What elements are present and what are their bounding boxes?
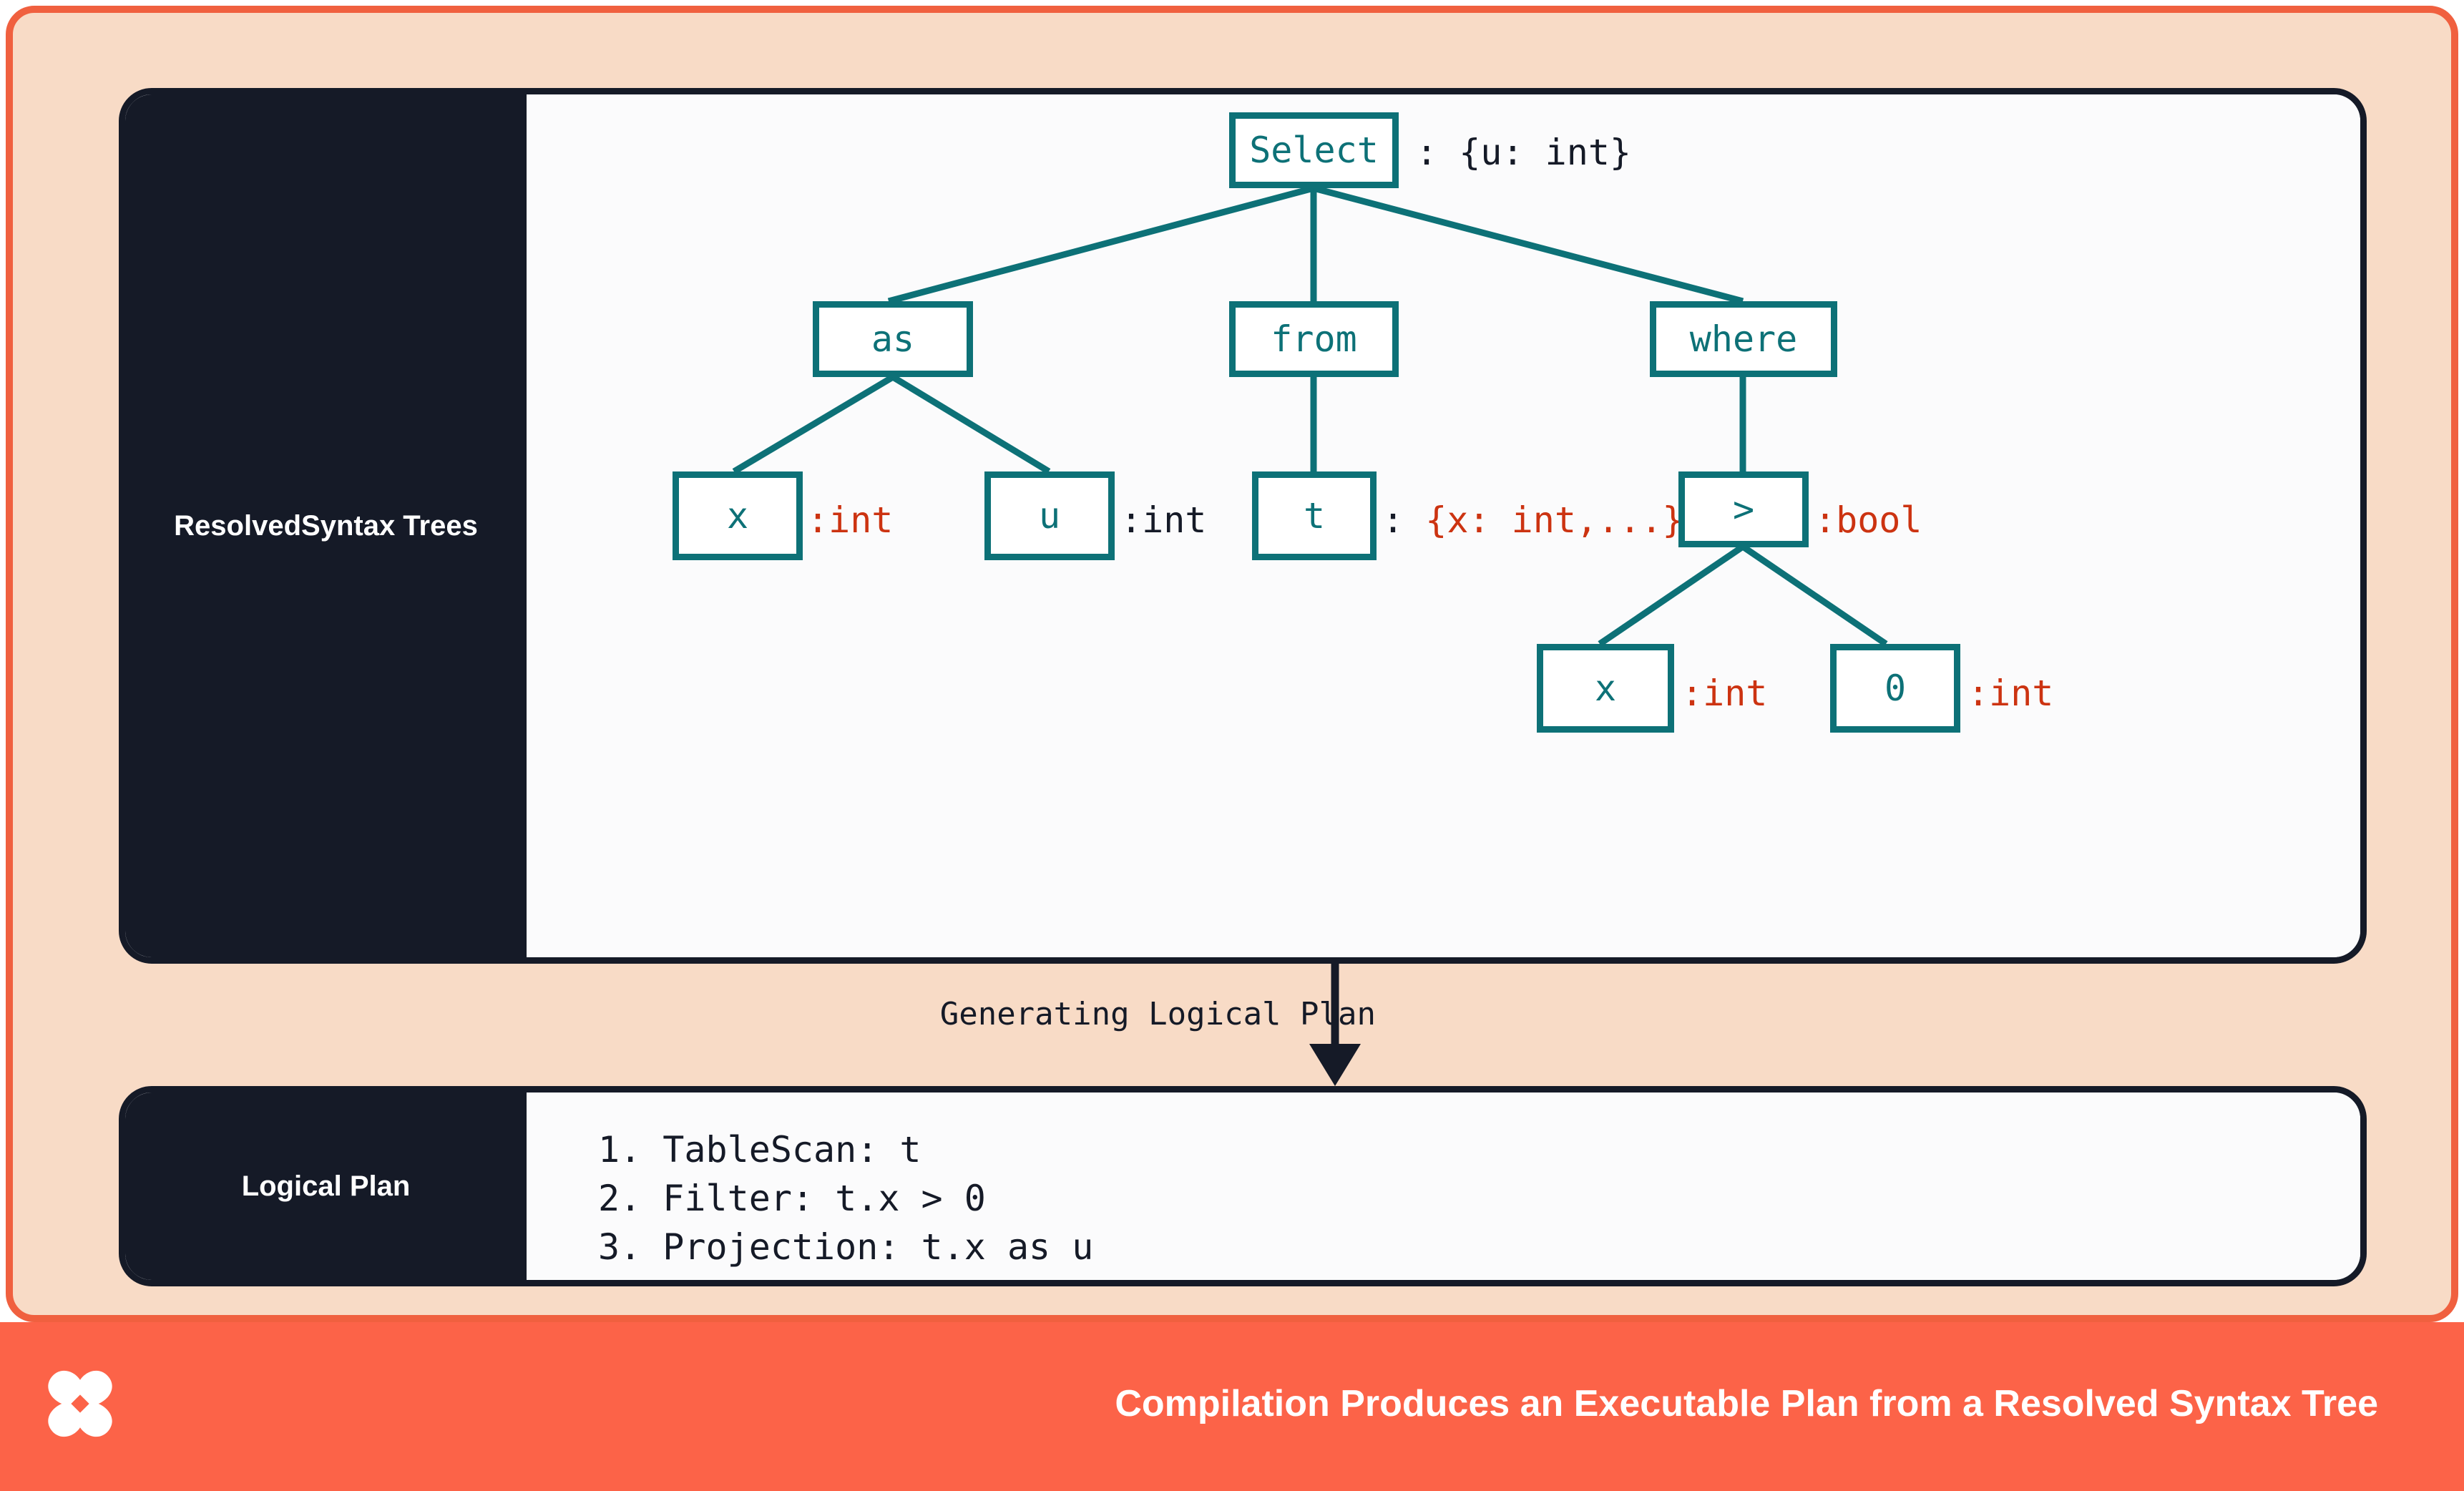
footer-caption: Compilation Produces an Executable Plan … (1115, 1383, 2378, 1424)
node-as-u[interactable]: u (984, 471, 1115, 560)
node-gt-zero-text: 0 (1884, 668, 1907, 709)
tree-edges (732, 185, 1888, 647)
node-as-x[interactable]: x (673, 471, 803, 560)
connector-arrow-icon (1309, 964, 1361, 1086)
annotation-gt-zero: :int (1967, 673, 2054, 714)
annotation-select: : {u: int} (1416, 132, 1632, 173)
node-as-u-text: u (1038, 495, 1061, 537)
node-select[interactable]: Select (1229, 112, 1399, 188)
node-gt-x-text: x (1594, 668, 1617, 709)
resolved-syntax-trees-label: Resolved Syntax Trees (125, 94, 527, 957)
logical-plan-label: Logical Plan (125, 1092, 527, 1280)
logical-plan-steps: 1. TableScan: t 2. Filter: t.x > 0 3. Pr… (598, 1129, 1094, 1268)
node-gt-text: > (1732, 489, 1755, 530)
node-from[interactable]: from (1229, 301, 1399, 377)
x-mark-logo-icon (48, 1370, 112, 1437)
annotation-from-t-colon: : (1382, 499, 1426, 541)
annotation-gt-x: :int (1681, 673, 1768, 714)
annotation-gt: :bool (1814, 499, 1922, 541)
node-as-x-text: x (726, 495, 749, 537)
node-where[interactable]: where (1650, 301, 1837, 377)
node-gt-zero[interactable]: 0 (1830, 644, 1960, 733)
node-select-text: Select (1249, 129, 1379, 171)
node-where-text: where (1689, 318, 1798, 360)
connector-label: Generating Logical Plan (939, 996, 1376, 1032)
logical-plan-body: 1. TableScan: t 2. Filter: t.x > 0 3. Pr… (527, 1092, 2360, 1280)
label-line-2: Syntax Trees (301, 509, 478, 542)
node-gt-x[interactable]: x (1537, 644, 1674, 733)
node-from-t[interactable]: t (1252, 471, 1377, 560)
annotation-as-x: :int (807, 499, 894, 541)
node-gt[interactable]: > (1678, 471, 1809, 547)
resolved-syntax-trees-card: Resolved Syntax Trees (119, 88, 2367, 964)
generating-logical-plan-connector: Generating Logical Plan (119, 964, 2367, 1086)
annotation-as-u: :int (1120, 499, 1207, 541)
node-from-t-text: t (1303, 495, 1326, 537)
outer-frame: Resolved Syntax Trees (6, 6, 2458, 1322)
annotation-from-t-type: {x: int,...} (1425, 499, 1684, 541)
label-line-1: Resolved (174, 509, 302, 542)
footer-bar: Compilation Produces an Executable Plan … (0, 1322, 2464, 1491)
logical-plan-card: Logical Plan 1. TableScan: t 2. Filter: … (119, 1086, 2367, 1286)
annotation-from-t: : {x: int,...} (1382, 502, 1683, 538)
node-as-text: as (871, 318, 915, 360)
node-from-text: from (1271, 318, 1357, 360)
node-as[interactable]: as (813, 301, 973, 377)
syntax-tree-canvas: Select : {u: int} as from where x :int (527, 94, 2360, 957)
